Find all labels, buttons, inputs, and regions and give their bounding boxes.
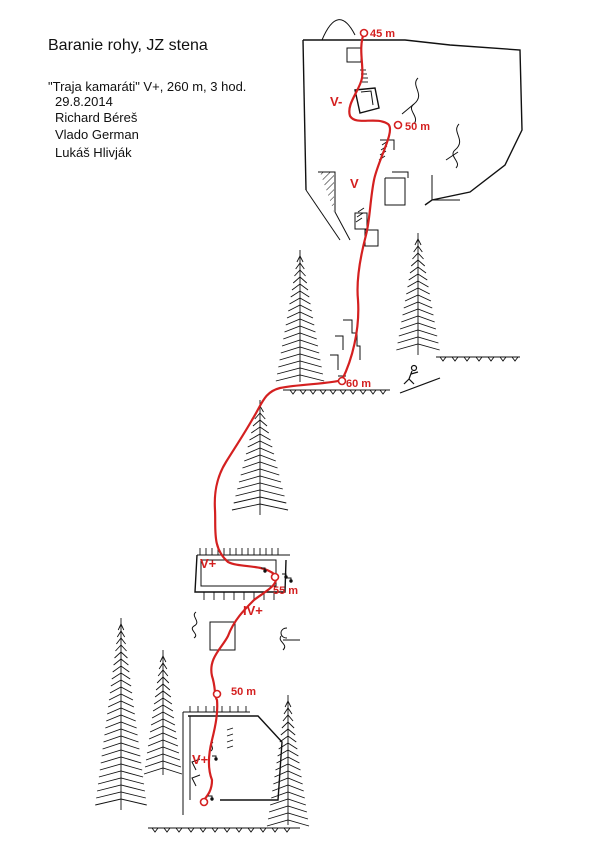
tree-icon bbox=[275, 250, 325, 382]
pitch-grade-label: V+ bbox=[200, 556, 217, 571]
tree-group bbox=[95, 233, 440, 827]
climber-name: Vlado German bbox=[55, 127, 139, 142]
crack bbox=[410, 77, 420, 125]
tree-icon bbox=[143, 650, 183, 775]
belay-station-icon bbox=[212, 689, 222, 699]
summit-wall bbox=[302, 19, 523, 247]
pitch-length-label: 45 m bbox=[370, 28, 395, 40]
piton-icon bbox=[208, 567, 293, 801]
pitch-length-label: 50 m bbox=[405, 121, 430, 133]
pitch-length-label: 55 m bbox=[273, 585, 298, 597]
climber-name: Richard Béreš bbox=[55, 110, 138, 125]
summit-wall-outline bbox=[303, 39, 523, 206]
pitch-grade-label: V bbox=[350, 176, 359, 191]
pitch-length-label: 60 m bbox=[346, 378, 371, 390]
climber-name: Lukáš Hlivják bbox=[55, 145, 132, 160]
summit-dome bbox=[321, 19, 356, 41]
tree-icon bbox=[266, 695, 310, 827]
pitch-grade-label: V+ bbox=[192, 752, 209, 767]
tree-icon bbox=[396, 233, 440, 355]
walker-icon bbox=[399, 364, 441, 394]
pitch-length-label: 50 m bbox=[231, 686, 256, 698]
overhang-block bbox=[354, 87, 380, 114]
page-title: Baranie rohy, JZ stena bbox=[48, 37, 208, 54]
tree-icon bbox=[231, 400, 289, 515]
climb-date: 29.8.2014 bbox=[55, 94, 113, 109]
middle-section bbox=[283, 319, 520, 395]
belay-station-icon bbox=[337, 376, 347, 386]
belay-station-icon bbox=[393, 120, 403, 130]
pitch-grade-label: IV+ bbox=[243, 603, 263, 618]
belay-stations bbox=[199, 28, 403, 807]
route-info: "Traja kamaráti" V+, 260 m, 3 hod. bbox=[48, 79, 247, 94]
block bbox=[346, 47, 362, 63]
crack bbox=[452, 123, 461, 169]
belay-station-icon bbox=[359, 28, 369, 38]
tree-icon bbox=[95, 618, 147, 810]
belay-station-icon bbox=[270, 572, 280, 582]
pitch-grade-label: V- bbox=[330, 94, 342, 109]
belay-station-icon bbox=[199, 797, 209, 807]
route-line bbox=[202, 31, 392, 802]
